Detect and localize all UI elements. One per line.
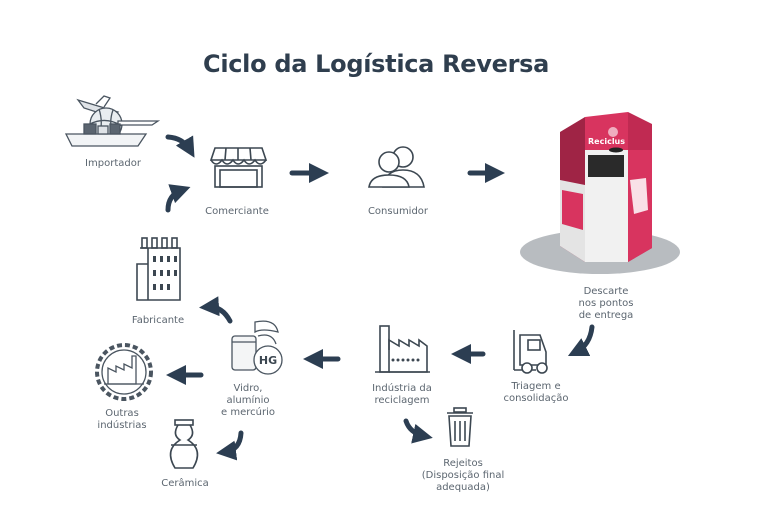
consumidor-icon [368, 146, 425, 188]
arrow-fabricante-comerciante [165, 184, 191, 213]
industria-icon [375, 325, 430, 373]
outras-industrias-icon [95, 343, 153, 401]
rejeitos-icon [447, 407, 473, 447]
arrow-vidro-ceramica [216, 430, 244, 461]
vidro-aluminio-mercurio-icon: HG [231, 320, 283, 375]
page-title: Ciclo da Logística Reversa [203, 50, 550, 78]
importador-label: Importador [85, 158, 141, 169]
reciclus-machine-illustration: Reciclus [520, 112, 680, 274]
ceramica-label: Cerâmica [161, 478, 209, 489]
arrow-industria-rejeitos [403, 418, 433, 444]
consumidor-label: Consumidor [367, 206, 429, 217]
comerciante-icon [209, 147, 268, 188]
arrow-importador-comerciante [165, 134, 195, 158]
arrow-vidro-fabricante [199, 296, 233, 324]
fabricante-label: Fabricante [131, 315, 185, 326]
machine-brand-label: Reciclus [588, 137, 625, 146]
arrow-descarte-triagem [567, 324, 595, 357]
ceramica-icon [169, 419, 199, 469]
fabricante-icon [136, 237, 181, 301]
triagem-icon [513, 330, 548, 374]
mercury-badge: HG [259, 354, 277, 367]
comerciante-label: Comerciante [205, 206, 269, 217]
importador-icon [64, 95, 161, 147]
